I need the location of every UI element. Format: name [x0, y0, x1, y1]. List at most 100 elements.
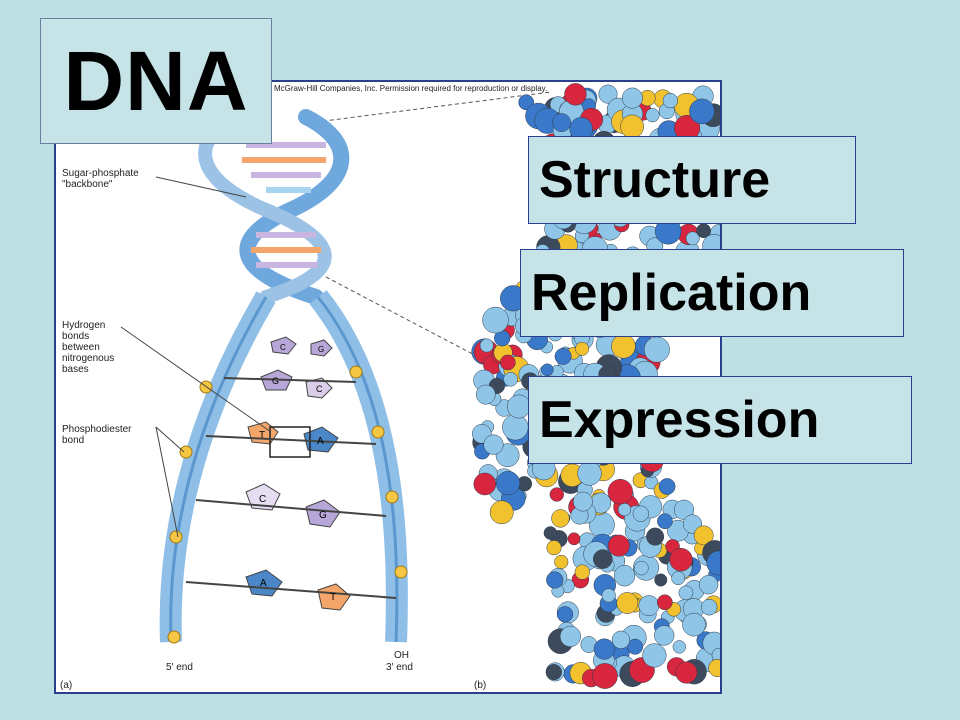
atom-sphere: [646, 527, 665, 546]
atom-sphere: [632, 505, 649, 522]
base-letter: A: [317, 436, 324, 447]
leader-line: [120, 326, 272, 433]
atom-sphere: [559, 625, 581, 647]
atom-sphere: [575, 341, 590, 356]
atom-sphere: [634, 560, 649, 576]
atom-sphere: [577, 461, 602, 486]
base-letter: C: [280, 343, 286, 352]
topic-structure: Structure: [528, 136, 856, 224]
leader-line: [155, 176, 247, 198]
backbone-label: Sugar-phosphate "backbone": [62, 168, 139, 190]
atom-sphere: [551, 509, 570, 528]
atom-sphere: [656, 594, 673, 611]
atom-sphere: [643, 336, 670, 363]
topic-expression: Expression: [528, 376, 912, 464]
zoom-line-bottom: [325, 276, 527, 383]
base-letter: G: [272, 376, 279, 386]
phosphodiester-label: Phosphodiester bond: [62, 424, 132, 446]
atom-sphere: [673, 499, 695, 520]
atom-sphere: [499, 354, 516, 371]
atom-sphere: [598, 84, 618, 104]
helix-top: [198, 109, 350, 305]
leader-line: [155, 426, 179, 538]
atom-sphere: [483, 434, 504, 455]
atom-sphere: [592, 663, 618, 689]
atom-sphere: [654, 573, 668, 587]
base-letter: T: [330, 592, 336, 603]
base-letter: G: [318, 345, 324, 354]
base-pairs: [185, 336, 397, 611]
atom-sphere: [671, 571, 686, 586]
atom-sphere: [601, 588, 616, 603]
copyright-note: McGraw-Hill Companies, Inc. Permission r…: [274, 84, 548, 93]
zoom-line-top: [315, 91, 552, 123]
atom-sphere: [672, 640, 686, 654]
atom-sphere: [593, 638, 615, 660]
atom-sphere: [564, 83, 587, 106]
atom-sphere: [616, 592, 639, 614]
hydrogen-bonds-label: Hydrogen bonds between nitrogenous bases: [62, 320, 115, 375]
atom-sphere: [658, 478, 676, 495]
atom-sphere: [556, 606, 574, 623]
atom-sphere: [675, 661, 698, 684]
atom-sphere: [607, 479, 633, 505]
atom-sphere: [567, 532, 581, 546]
base-letter: A: [260, 578, 267, 589]
base-letter: C: [316, 384, 323, 394]
panel-b-label: (b): [474, 680, 487, 691]
base-letter: G: [319, 510, 327, 521]
base-letter: C: [259, 494, 266, 505]
atom-sphere: [473, 472, 497, 496]
atom-sphere: [546, 540, 562, 556]
atom-sphere: [698, 575, 719, 595]
five-prime-label: 5′ end: [166, 662, 193, 673]
atom-sphere: [662, 92, 678, 109]
slide-title: DNA: [63, 33, 249, 128]
atom-sphere: [642, 643, 667, 668]
atom-sphere: [607, 534, 630, 557]
atom-sphere: [657, 513, 673, 530]
atom-sphere: [482, 306, 509, 334]
topic-label: Replication: [531, 264, 812, 322]
atom-sphere: [593, 549, 613, 569]
atom-sphere: [552, 113, 571, 132]
atom-sphere: [706, 550, 720, 576]
base-letter: T: [259, 430, 265, 441]
atom-sphere: [574, 564, 590, 580]
topic-label: Expression: [539, 391, 820, 449]
three-prime-label: 3′ end: [386, 662, 413, 673]
atom-sphere: [495, 471, 521, 496]
title-box: DNA: [40, 18, 272, 144]
atom-sphere: [545, 664, 562, 681]
atom-sphere: [669, 548, 693, 572]
atom-sphere: [611, 334, 636, 359]
atom-sphere: [617, 502, 632, 517]
atom-sphere: [654, 625, 675, 646]
atom-sphere: [489, 500, 514, 525]
atom-sphere: [613, 565, 636, 587]
atom-sphere: [543, 526, 558, 540]
topic-replication: Replication: [520, 249, 904, 337]
atom-sphere: [689, 98, 715, 125]
atom-sphere: [549, 487, 564, 502]
atom-sphere: [700, 598, 718, 616]
atom-sphere: [621, 87, 643, 109]
panel-a-label: (a): [60, 680, 73, 691]
atom-sphere: [685, 231, 700, 246]
atom-sphere: [627, 638, 644, 655]
atom-sphere: [682, 612, 706, 637]
atom-sphere: [678, 585, 694, 601]
atom-sphere: [541, 363, 554, 377]
atom-sphere: [638, 595, 660, 616]
atom-sphere: [554, 347, 572, 365]
atom-sphere: [554, 554, 569, 569]
leader-line: [155, 426, 185, 453]
atom-sphere: [611, 630, 630, 649]
atom-sphere: [475, 384, 496, 405]
atom-sphere: [546, 571, 564, 589]
atom-sphere: [645, 108, 660, 123]
atom-sphere: [503, 372, 518, 387]
oh-label: OH: [394, 650, 409, 661]
atom-sphere: [620, 114, 644, 139]
atom-sphere: [708, 659, 720, 677]
